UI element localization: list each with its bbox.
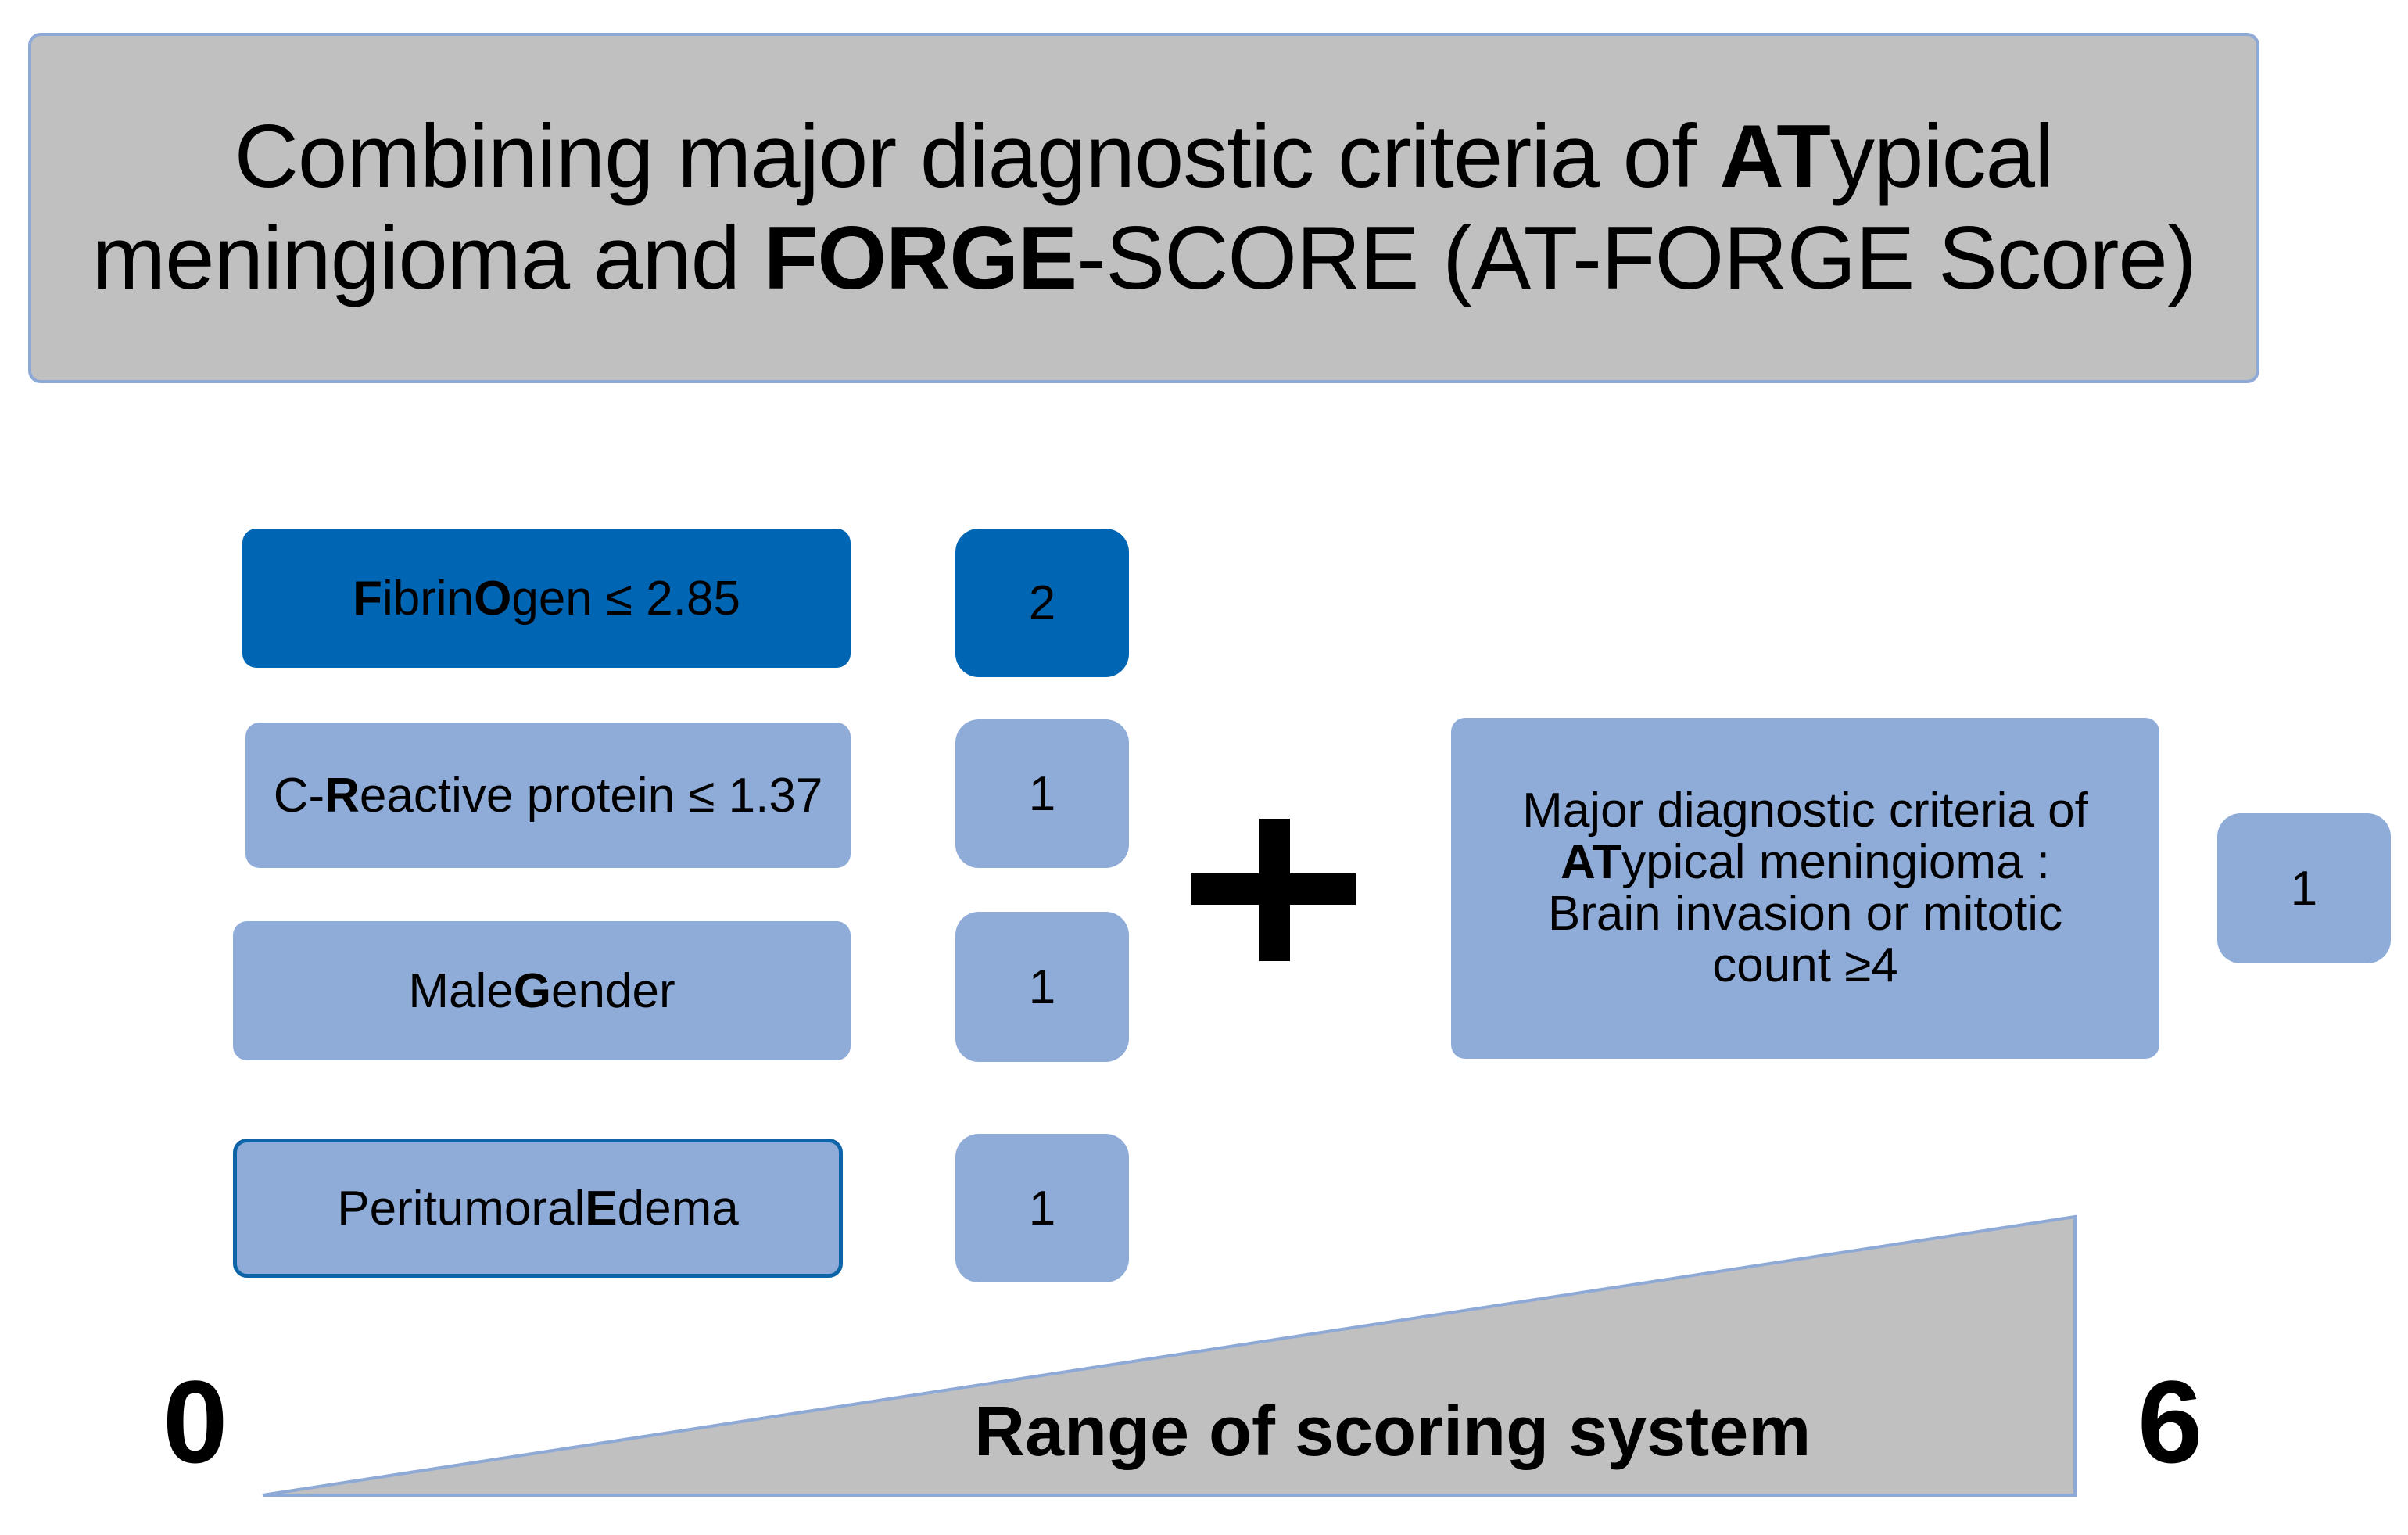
range-label: Range of scoring system [974,1393,1811,1471]
major-criteria-line-3: Brain invasion or mitotic [1547,887,2063,941]
score-peritumoral-edema: 1 [955,1134,1129,1282]
score-major-criteria: 1 [2217,813,2391,963]
range-max-label: 6 [2137,1356,2203,1487]
range-min-label: 0 [163,1356,228,1487]
major-criteria-line-2: ATypical meningioma : [1561,835,2050,889]
major-criteria-line-1: Major diagnostic criteria of [1522,784,2088,837]
score-fibrinogen: 2 [955,529,1129,677]
major-criteria-line-4: count ≥4 [1712,938,1898,992]
major-criteria-box: Major diagnostic criteria of ATypical me… [1451,718,2159,1059]
title-box: Combining major diagnostic criteria of A… [28,33,2259,383]
score-male-gender: 1 [955,912,1129,1062]
score-c-reactive-protein: 1 [955,719,1129,868]
title-line-2: meningioma and FORGE-SCORE (AT-FORGE Sco… [91,209,2197,308]
title-line-1: Combining major diagnostic criteria of A… [234,107,2055,206]
